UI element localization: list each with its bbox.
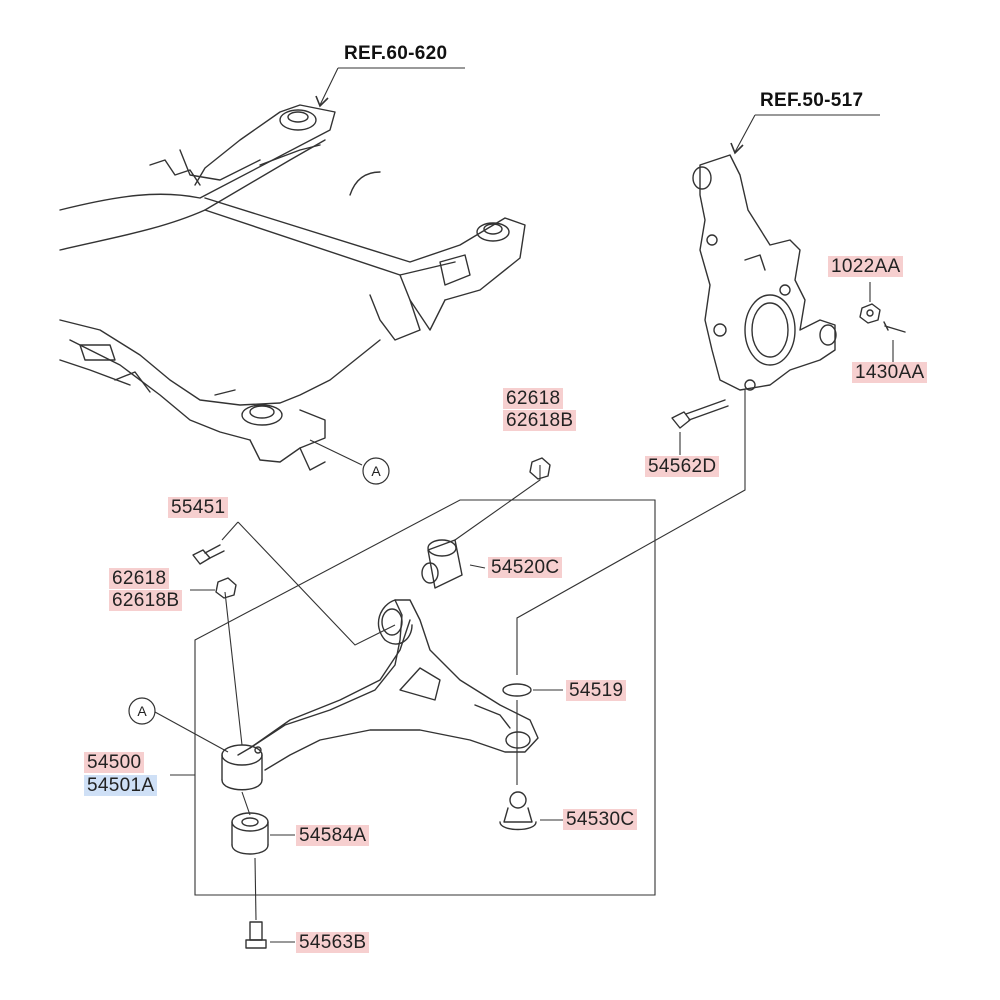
part-label-1430AA[interactable]: 1430AA — [852, 362, 928, 383]
part-label-54520C[interactable]: 54520C — [488, 557, 563, 578]
leader-lines — [154, 67, 894, 943]
part-label-54584A[interactable]: 54584A — [296, 825, 370, 846]
bolt-54562D-shape — [671, 399, 729, 429]
part-label-55451[interactable]: 55451 — [168, 497, 229, 518]
snap-ring-54519-shape — [502, 683, 532, 697]
callout-a-top-text: A — [371, 463, 381, 479]
part-label-62618B-top[interactable]: 62618B — [503, 410, 577, 431]
bolt-55451-shape — [192, 544, 225, 565]
part-label-54562D[interactable]: 54562D — [645, 456, 720, 477]
bolt-54563B-shape — [245, 921, 267, 949]
nut-62618-top-shape — [529, 457, 551, 480]
bushing-54520C-shape — [421, 539, 463, 589]
part-label-54519[interactable]: 54519 — [566, 680, 627, 701]
bushing-54584A-shape — [231, 812, 269, 855]
part-label-54501A[interactable]: 54501A — [84, 775, 158, 796]
ref-subframe-label[interactable]: REF.60-620 — [344, 43, 448, 64]
part-label-1022AA[interactable]: 1022AA — [828, 256, 904, 277]
part-label-54530C[interactable]: 54530C — [563, 809, 638, 830]
nut-1022AA-shape — [859, 303, 881, 324]
callout-a-top: A — [362, 457, 390, 485]
part-label-62618-top[interactable]: 62618 — [503, 388, 564, 409]
ref-knuckle-label[interactable]: REF.50-517 — [760, 90, 864, 111]
nut-62618-left-shape — [215, 577, 237, 599]
part-label-62618B-left[interactable]: 62618B — [109, 590, 183, 611]
callout-a-left: A — [128, 697, 156, 725]
lower-control-arm — [237, 599, 539, 771]
subframe-crossmember — [59, 104, 526, 471]
callout-a-left-text: A — [137, 703, 147, 719]
part-label-54500[interactable]: 54500 — [84, 752, 145, 773]
part-label-62618-left[interactable]: 62618 — [109, 568, 170, 589]
ball-joint-54530C-shape — [499, 791, 537, 831]
bolt-1430AA-shape — [883, 321, 906, 333]
part-label-54563B[interactable]: 54563B — [296, 932, 370, 953]
steering-knuckle — [692, 154, 837, 391]
